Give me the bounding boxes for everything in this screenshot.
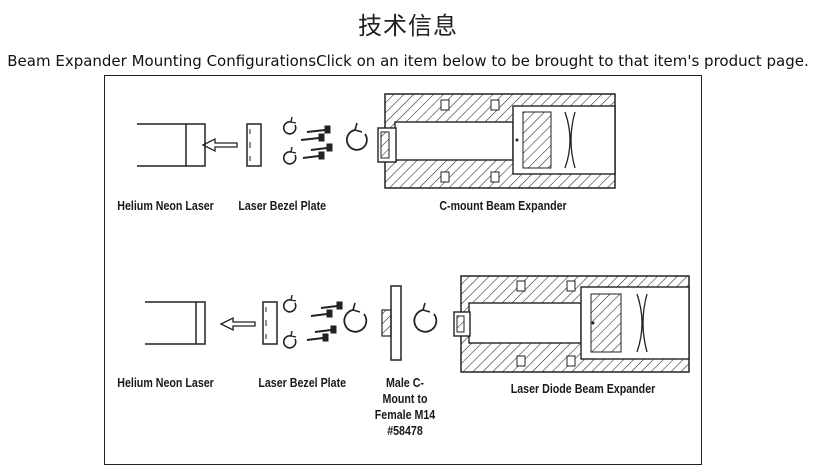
intro-text: Beam Expander Mounting ConfigurationsCli… xyxy=(7,52,809,70)
row1-helium-neon-laser-icon[interactable] xyxy=(137,123,206,167)
row1-helium-neon-laser-label[interactable]: Helium Neon Laser xyxy=(117,198,214,213)
row2-helium-neon-laser-label[interactable]: Helium Neon Laser xyxy=(117,375,214,390)
mounting-configurations-figure: Helium Neon Laser Laser Bezel Plate C-mo… xyxy=(104,75,702,465)
mounting-diagram xyxy=(137,93,690,373)
row1-laser-bezel-plate-icon[interactable] xyxy=(246,123,262,167)
adapter-label-line-2: Mount to xyxy=(382,391,428,406)
row1-rotate-icon-large xyxy=(346,122,368,151)
row2-laser-diode-beam-expander-icon[interactable] xyxy=(453,275,690,373)
row1-arrow-icon xyxy=(201,137,238,153)
row1-rotate-icon-2 xyxy=(282,146,297,165)
row2-male-c-mount-adapter-label[interactable]: Male C- Mount to Female M14 #58478 xyxy=(369,375,441,439)
row2-laser-bezel-plate-label[interactable]: Laser Bezel Plate xyxy=(258,375,347,390)
row2-arrow-icon xyxy=(219,316,256,332)
row2-helium-neon-laser-icon[interactable] xyxy=(145,301,206,345)
row2-laser-diode-beam-expander-label[interactable]: Laser Diode Beam Expander xyxy=(510,381,656,396)
adapter-label-line-3: Female M14 xyxy=(374,407,436,422)
adapter-label-line-4: #58478 xyxy=(387,423,423,438)
row1-rotate-icon-1 xyxy=(282,116,297,135)
row2-male-c-mount-adapter-icon[interactable] xyxy=(381,285,402,361)
row2-rotate-icon-1 xyxy=(282,294,297,313)
row2-laser-bezel-plate-icon[interactable] xyxy=(262,301,278,345)
row2-rotate-icon-large-2 xyxy=(413,302,438,333)
row2-rotate-icon-large-1 xyxy=(343,302,368,333)
row1-laser-bezel-plate-label[interactable]: Laser Bezel Plate xyxy=(238,198,327,213)
row2-screw-icons xyxy=(306,301,343,342)
row1-c-mount-beam-expander-label[interactable]: C-mount Beam Expander xyxy=(439,198,567,213)
row2-rotate-icon-2 xyxy=(282,330,297,349)
adapter-label-line-1: Male C- xyxy=(386,375,424,390)
row1-screw-icons xyxy=(300,125,333,160)
page-title: 技术信息 xyxy=(358,12,458,40)
row1-c-mount-beam-expander-icon[interactable] xyxy=(377,93,616,189)
